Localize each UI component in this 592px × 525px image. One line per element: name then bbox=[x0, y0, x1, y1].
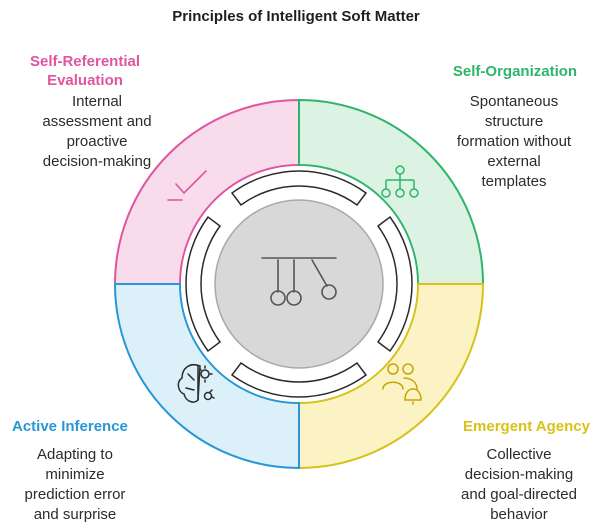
description-line: assessment and bbox=[42, 113, 152, 130]
heading-self-referential-evaluation: Self-Referential Evaluation bbox=[10, 52, 160, 90]
heading-line: Active Inference bbox=[12, 418, 128, 435]
heading-self-organization: Self-Organization bbox=[440, 62, 590, 81]
description-line: Adapting to bbox=[37, 446, 113, 463]
heading-line: Self-Referential bbox=[29, 53, 141, 70]
diagram-title: Principles of Intelligent Soft Matter bbox=[172, 8, 420, 25]
quadrant-active-inference bbox=[113, 283, 300, 470]
description-line: decision-making bbox=[464, 466, 574, 483]
heading-line: Evaluation bbox=[47, 72, 123, 89]
quadrant-emergent-agency bbox=[298, 283, 485, 470]
description-line: Collective bbox=[486, 446, 552, 463]
description-line: prediction error bbox=[24, 486, 126, 503]
description-line: external bbox=[487, 153, 541, 170]
description-self-referential-evaluation: Internal assessment and proactive decisi… bbox=[26, 92, 168, 172]
description-line: templates bbox=[481, 173, 547, 190]
description-line: proactive bbox=[66, 133, 128, 150]
quadrant-self-organization bbox=[298, 98, 485, 285]
quadrant-self-referential-evaluation bbox=[113, 98, 300, 285]
center-circle bbox=[214, 199, 384, 369]
description-line: structure bbox=[484, 113, 544, 130]
description-line: Internal bbox=[71, 93, 123, 110]
heading-line: Self-Organization bbox=[452, 63, 578, 80]
description-line: and goal-directed bbox=[461, 486, 577, 503]
heading-line: Emergent Agency bbox=[463, 418, 590, 435]
checkmark-icon bbox=[167, 170, 207, 201]
people-bell-icon bbox=[382, 363, 422, 405]
description-line: and surprise bbox=[33, 506, 117, 523]
description-line: decision-making bbox=[42, 153, 152, 170]
heading-emergent-agency: Emergent Agency bbox=[450, 417, 590, 436]
description-line: minimize bbox=[45, 466, 105, 483]
description-line: formation without bbox=[456, 133, 572, 150]
brain-gear-icon bbox=[177, 364, 215, 403]
description-line: behavior bbox=[490, 506, 548, 523]
description-active-inference: Adapting to minimize prediction error an… bbox=[16, 445, 134, 525]
description-line: Spontaneous bbox=[469, 93, 559, 110]
heading-active-inference: Active Inference bbox=[12, 417, 162, 436]
description-emergent-agency: Collective decision-making and goal-dire… bbox=[454, 445, 584, 525]
description-self-organization: Spontaneous structure formation without … bbox=[444, 92, 584, 192]
inner-ring bbox=[185, 170, 413, 398]
hierarchy-icon bbox=[381, 165, 419, 198]
newtons-cradle-icon bbox=[261, 257, 337, 306]
